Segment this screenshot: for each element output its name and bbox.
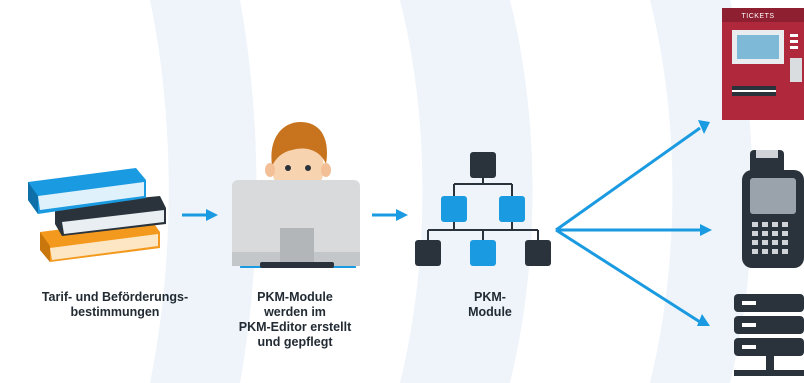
- arrow-right-icon: [700, 224, 712, 236]
- arrow-right-icon: [372, 209, 408, 221]
- caption-tariff-rules: Tarif- und Beförderungs- bestimmungen: [0, 290, 230, 320]
- arrow-right-icon: [182, 209, 218, 221]
- caption-line: PKM-Editor erstellt: [238, 320, 352, 334]
- branch-arrows: [555, 126, 702, 324]
- vending-machine-label: TICKETS: [741, 13, 774, 20]
- caption-line: Module: [468, 305, 512, 319]
- handheld-terminal-icon: [742, 150, 804, 268]
- caption-line: PKM-Module: [257, 290, 333, 304]
- caption-line: werden im: [264, 305, 326, 319]
- caption-line: PKM-: [474, 290, 506, 304]
- module-tree-icon: [415, 152, 551, 266]
- person-at-computer-icon: [232, 122, 360, 268]
- caption-pkm-editor: PKM-Module werden im PKM-Editor erstellt…: [210, 290, 380, 350]
- caption-line: bestimmungen: [70, 305, 160, 319]
- server-icon: [734, 294, 804, 376]
- arrow-right-icon: [697, 314, 710, 326]
- caption-line: und gepflegt: [257, 335, 333, 349]
- caption-pkm-modules: PKM- Module: [440, 290, 540, 320]
- caption-line: Tarif- und Beförderungs-: [41, 290, 189, 304]
- ticket-vending-machine-icon: TICKETS: [722, 8, 804, 120]
- arrow-right-icon: [698, 120, 710, 134]
- books-icon: [28, 168, 166, 262]
